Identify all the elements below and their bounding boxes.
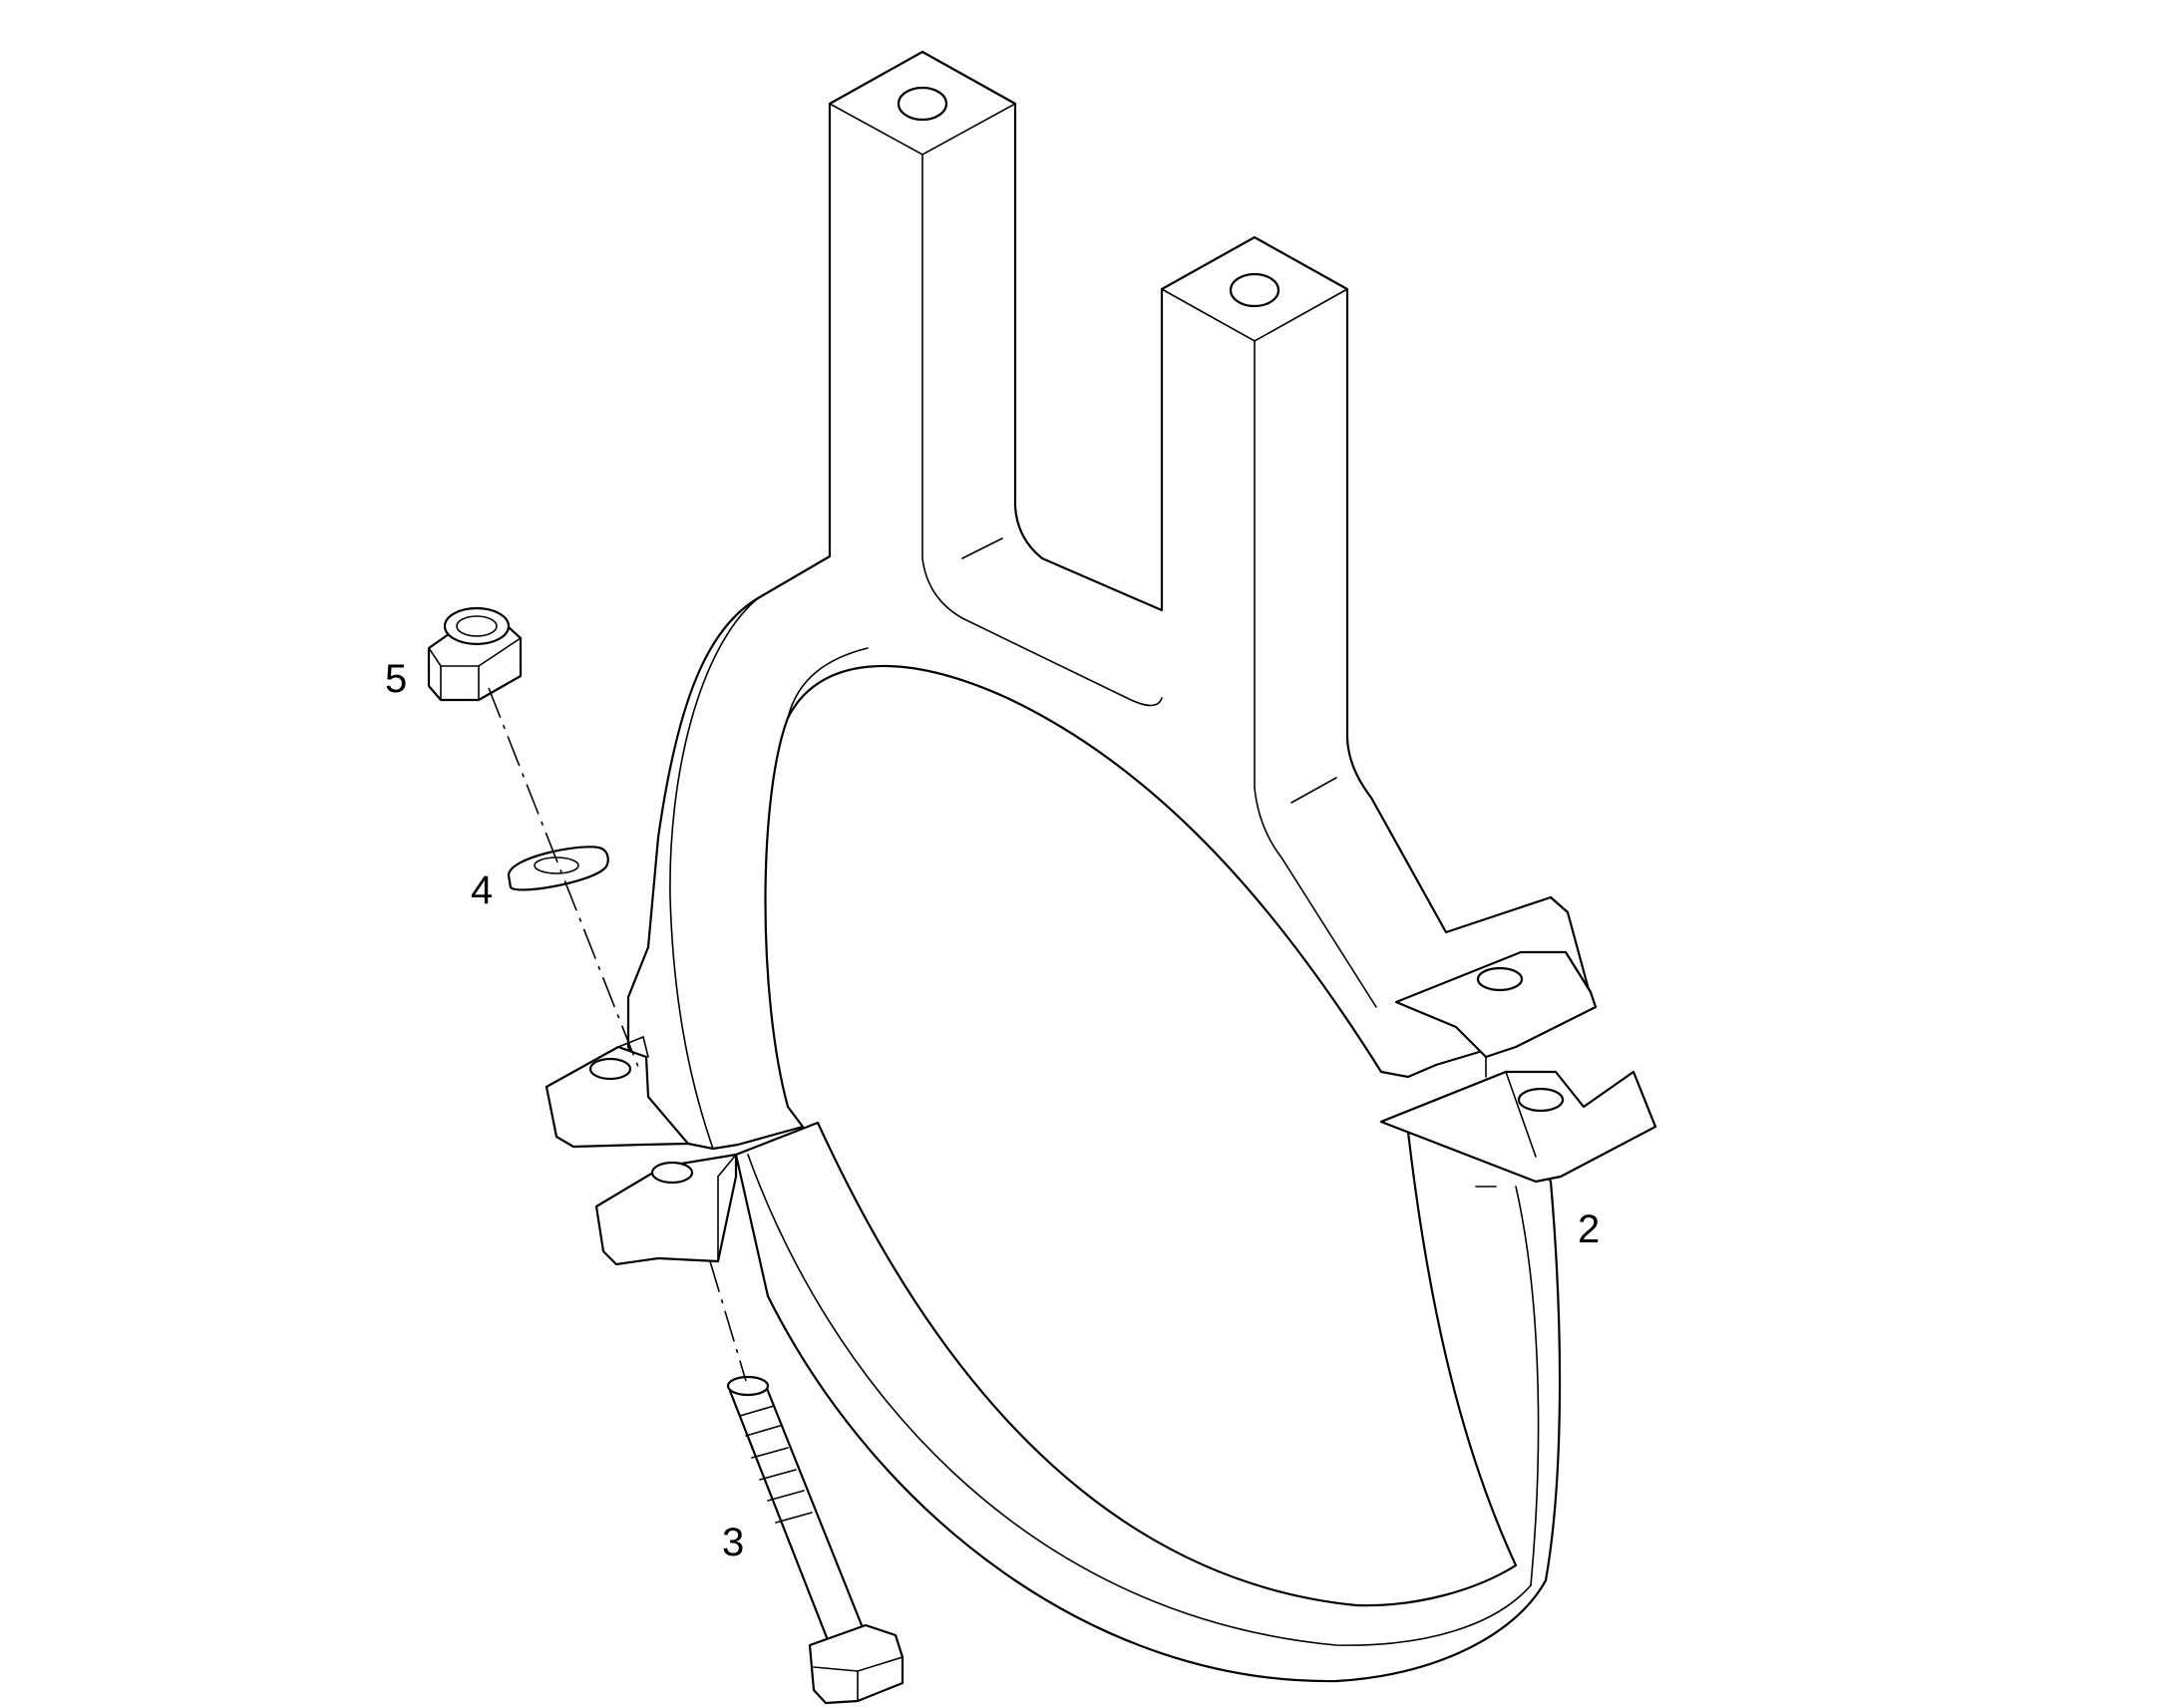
callout-part-4: 4	[471, 868, 493, 912]
callout-part-2: 2	[1578, 1207, 1600, 1251]
flat-washer	[507, 846, 609, 891]
callout-part-3: 3	[722, 1521, 744, 1564]
callout-part-5: 5	[385, 657, 407, 701]
clamp-lower-half	[594, 1070, 1657, 1683]
hex-head-bolt	[726, 1375, 905, 1705]
pipe-clamp	[545, 50, 1657, 1683]
lock-nut	[427, 606, 523, 702]
clamp-upper-half	[545, 50, 1598, 1151]
assembly-center-line	[488, 687, 747, 1382]
